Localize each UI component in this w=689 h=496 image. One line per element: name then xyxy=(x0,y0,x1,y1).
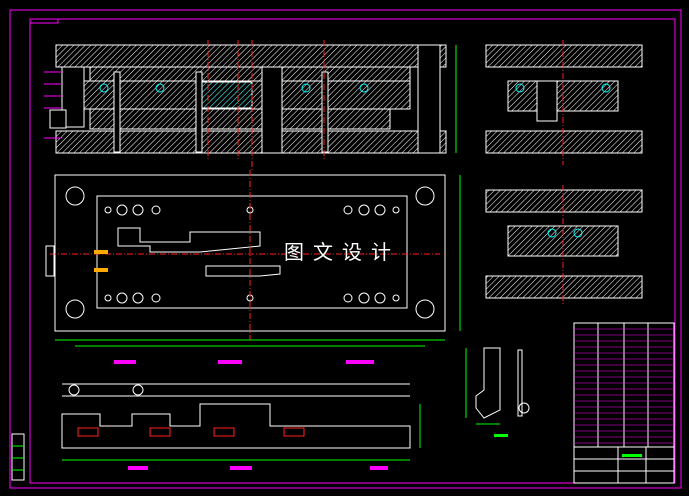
strip-slot-2 xyxy=(149,427,171,437)
plan-label-1 xyxy=(114,360,136,364)
guide-hole-br xyxy=(415,299,435,319)
pin-hole-8 xyxy=(374,204,386,216)
plan-label-3 xyxy=(346,360,374,364)
pin-hole-1 xyxy=(104,206,112,214)
pin-hole-17 xyxy=(374,292,386,304)
pin-hole-16 xyxy=(358,292,370,304)
pin-hole-11 xyxy=(116,292,128,304)
center-punch xyxy=(261,66,283,154)
ejector-pad xyxy=(49,109,67,129)
strip-slot-1 xyxy=(77,427,99,437)
guide-hole-tr xyxy=(415,186,435,206)
strip-layout-view xyxy=(61,383,421,470)
strip-label-3 xyxy=(370,466,388,470)
revision-stamp-border xyxy=(11,433,25,481)
pin-hole-13 xyxy=(151,293,161,303)
pin-hole-12 xyxy=(132,292,144,304)
pin-hole-2 xyxy=(116,204,128,216)
side-section-view-top xyxy=(485,40,643,165)
part-outline xyxy=(475,347,501,419)
strip-stage-outline xyxy=(61,403,411,449)
pin-hole-15 xyxy=(343,293,353,303)
guide-post-left xyxy=(61,66,85,128)
pin-hole-9 xyxy=(392,206,400,214)
die-cavity-upper xyxy=(117,227,261,253)
guide-hole-bl xyxy=(65,299,85,319)
part-side-view xyxy=(517,349,523,417)
bill-of-materials xyxy=(573,322,675,448)
strip-label-1 xyxy=(128,466,148,470)
side-top-plate xyxy=(485,44,643,68)
stripper-plate xyxy=(89,108,391,130)
pin-hole-3 xyxy=(132,204,144,216)
die-plate xyxy=(55,130,447,154)
pin-hole-10 xyxy=(104,294,112,302)
frame-corner-tab xyxy=(29,18,59,24)
strip-pilot-2 xyxy=(132,384,144,396)
side-guide xyxy=(536,80,558,122)
part-label xyxy=(494,434,508,437)
side2-fastener-2 xyxy=(573,228,583,238)
side-die-plate xyxy=(485,130,643,154)
title-block-border xyxy=(573,446,675,484)
feed-marker-2 xyxy=(94,268,108,272)
side2-top-plate xyxy=(485,189,643,213)
side2-fastener-1 xyxy=(547,228,557,238)
main-section-view xyxy=(44,40,457,170)
block-insert xyxy=(199,81,253,109)
fastener-2 xyxy=(155,83,165,93)
drawing-frame-outer xyxy=(9,9,682,489)
punch-a xyxy=(113,71,121,153)
title-accent-bar xyxy=(622,454,642,457)
side-fastener-1 xyxy=(515,83,525,93)
lower-die-plan-view xyxy=(45,170,461,364)
pin-hole-18 xyxy=(392,294,400,302)
fastener-1 xyxy=(99,83,109,93)
pin-hole-6 xyxy=(343,205,353,215)
bom-rows xyxy=(574,328,674,444)
top-plate xyxy=(55,44,447,68)
die-cavity-lower xyxy=(205,265,281,277)
part-hole xyxy=(518,402,530,414)
strip-slot-4 xyxy=(283,427,305,437)
feed-guide xyxy=(45,245,55,277)
side-fastener-2 xyxy=(601,83,611,93)
strip-carrier xyxy=(62,383,410,397)
strip-pilot-1 xyxy=(68,384,80,396)
pin-hole-7 xyxy=(358,204,370,216)
watermark-text: 图文设计 xyxy=(284,240,400,264)
guide-post-right xyxy=(417,44,441,154)
strip-slot-3 xyxy=(213,427,235,437)
drawing-frame-inner xyxy=(29,18,676,484)
side-section-view-bottom xyxy=(485,185,643,305)
punch-c xyxy=(321,71,329,153)
feed-marker-1 xyxy=(94,250,108,254)
guide-hole-tl xyxy=(65,186,85,206)
pin-hole-4 xyxy=(151,205,161,215)
title-block xyxy=(573,446,675,484)
upper-pad-plate xyxy=(89,66,411,82)
fastener-3 xyxy=(301,83,311,93)
plan-label-2 xyxy=(218,360,242,364)
part-drawing-view xyxy=(465,347,530,437)
strip-label-2 xyxy=(230,466,252,470)
fastener-4 xyxy=(359,83,369,93)
side2-die-plate xyxy=(485,275,643,299)
revision-stamp xyxy=(11,433,25,481)
punch-b xyxy=(195,71,203,153)
